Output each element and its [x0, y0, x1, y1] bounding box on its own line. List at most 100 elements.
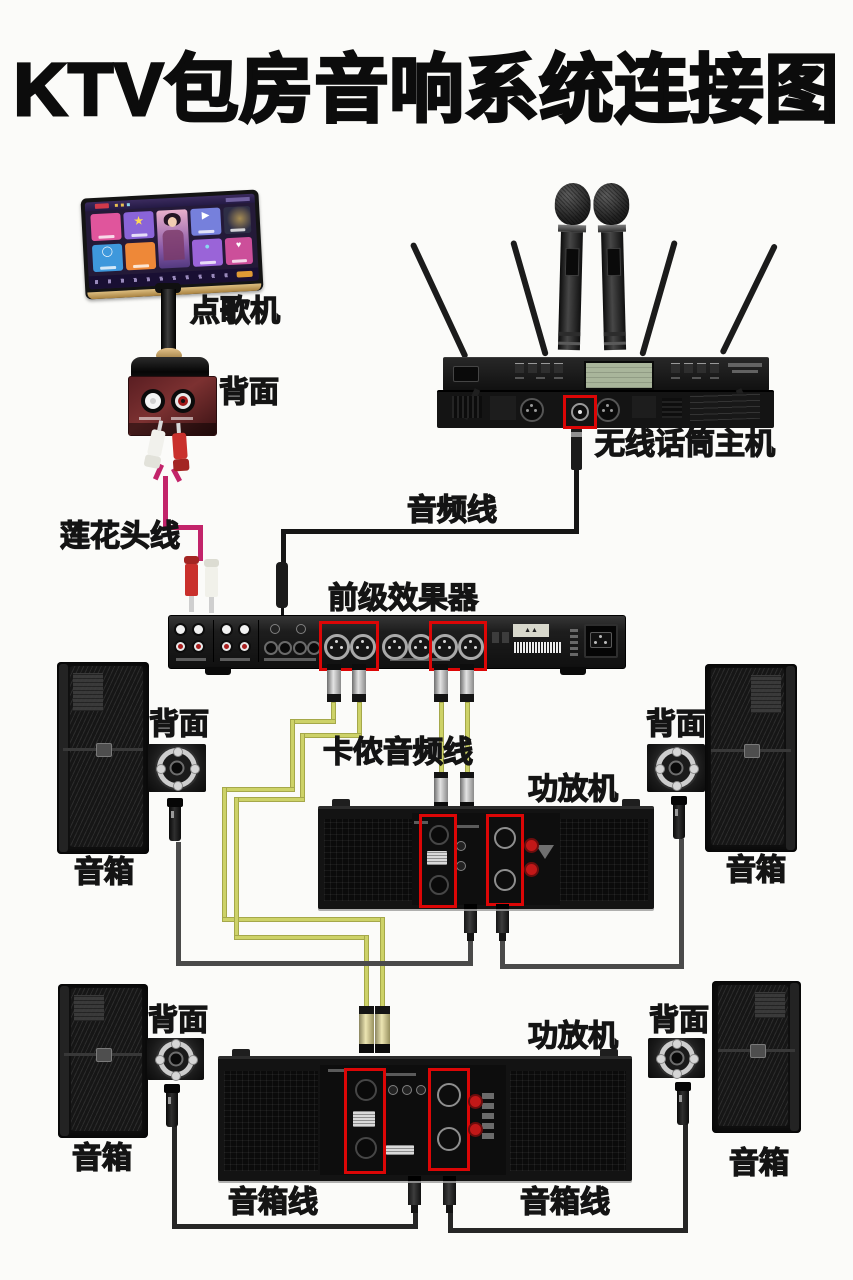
xlr-cable-line — [234, 797, 305, 802]
amp-knob — [456, 861, 466, 871]
antenna-icon — [409, 241, 469, 360]
speaker-logo — [96, 1048, 112, 1063]
mic-body — [601, 231, 627, 351]
rear-label-plate — [690, 392, 760, 422]
audio-cable-line — [574, 468, 579, 534]
rca-cable-line — [163, 525, 203, 530]
amp-grille — [224, 1071, 318, 1171]
panel-caption — [264, 658, 316, 661]
amp-caption — [328, 1069, 344, 1072]
mic-jack — [293, 641, 307, 655]
app-tile: ★ — [123, 210, 155, 240]
receiver-lcd — [584, 361, 654, 390]
amp-knob — [388, 1085, 398, 1095]
receiver-button — [554, 363, 563, 373]
rca-in-jack — [174, 640, 187, 653]
amp-grille — [510, 1071, 626, 1171]
antenna-icon — [719, 243, 779, 356]
rear-block — [662, 398, 682, 418]
mic-display — [564, 247, 580, 277]
xlr-output-socket — [458, 634, 484, 660]
heart-icon: ♥ — [235, 239, 242, 250]
receiver-caption — [692, 377, 701, 379]
amp-label-plate — [386, 1145, 414, 1155]
amp-input-socket — [355, 1079, 377, 1101]
speaker-cable-line — [176, 842, 181, 966]
label-rear-view: 背面 — [218, 376, 279, 409]
rca-jack-white-pin — [150, 398, 156, 404]
label-rear-view: 背面 — [648, 1004, 709, 1037]
label-rear-view: 背面 — [645, 708, 706, 741]
xlr-cable-line — [290, 719, 295, 792]
speakon-plug — [675, 1082, 691, 1125]
panel-caption — [220, 658, 250, 661]
processor-foot — [560, 667, 586, 675]
speakon-plug — [164, 1084, 180, 1127]
speaker-cable-line — [679, 839, 684, 969]
speaker-cable-line — [448, 1212, 453, 1233]
topbar-dots — [114, 203, 118, 207]
mic-knob — [270, 624, 280, 634]
wireless-microphone — [550, 182, 592, 356]
play-icon: ▶ — [201, 210, 210, 222]
karaoke-screen: ★ ▶ ◯ ● ♥ — [84, 193, 260, 290]
xlr-cable-line — [222, 787, 227, 922]
speakon-photo — [147, 1038, 204, 1081]
label-speaker: 音箱 — [73, 856, 134, 889]
app-tile: ● — [191, 238, 224, 267]
xlr-cable-line — [300, 733, 362, 738]
rca-in-jack — [238, 640, 251, 653]
speaker-lower-right — [712, 981, 801, 1133]
label-rear-view: 背面 — [148, 708, 209, 741]
panel-divider — [258, 620, 259, 662]
amp-caption — [386, 1073, 416, 1076]
mic-ring — [603, 331, 626, 337]
speakon-plug — [671, 796, 687, 839]
audio-cable-ferrule — [571, 428, 582, 470]
binding-post-red — [468, 1094, 483, 1109]
label-karaoke-machine: 点歌机 — [189, 295, 280, 328]
panel-caption — [176, 658, 206, 661]
app-tile — [90, 212, 122, 242]
amp-grille — [324, 819, 412, 901]
speaker-cable-plug — [464, 904, 477, 941]
brand-vertical — [482, 1093, 494, 1139]
page-title: KTV包房音响系统连接图 — [12, 47, 840, 133]
rca-in-jack — [238, 623, 251, 636]
xlr-plug — [375, 1006, 390, 1053]
receiver-button — [528, 363, 537, 373]
receiver-caption — [710, 377, 719, 379]
brand-vertical — [570, 626, 578, 656]
mic-knob — [296, 624, 306, 634]
rca-cable-line — [198, 525, 203, 561]
power-inlet — [584, 624, 618, 658]
amp-handle — [622, 799, 640, 807]
highlighted-mix-output — [563, 395, 597, 429]
label-preamp-effect: 前级效果器 — [327, 582, 478, 615]
speakon-photo — [648, 1038, 705, 1079]
speaker-cable-plug — [408, 1176, 421, 1213]
rca-plug-red — [184, 556, 199, 614]
speakon-socket — [437, 1083, 461, 1107]
rca-in-jack — [192, 623, 205, 636]
amp-handle — [332, 799, 350, 807]
receiver-button — [684, 363, 693, 373]
audio-cable-line — [281, 529, 286, 565]
processor-button — [492, 632, 499, 643]
speakon-plug — [167, 798, 183, 841]
rca-in-jack — [220, 623, 233, 636]
rca-cable-line — [163, 476, 168, 530]
xlr-cable-line — [234, 935, 369, 940]
speaker-logo — [749, 1044, 766, 1059]
binding-post-red — [524, 838, 539, 853]
receiver-caption — [554, 377, 563, 379]
speaker-logo — [96, 743, 112, 758]
processor-foot — [205, 667, 231, 675]
xlr-output-socket — [382, 634, 408, 660]
amp-handle — [232, 1049, 250, 1057]
speaker-cable-plug — [496, 904, 509, 941]
receiver-brand — [728, 363, 762, 367]
jack-caption — [139, 417, 161, 420]
mix-output-pin — [578, 410, 582, 414]
